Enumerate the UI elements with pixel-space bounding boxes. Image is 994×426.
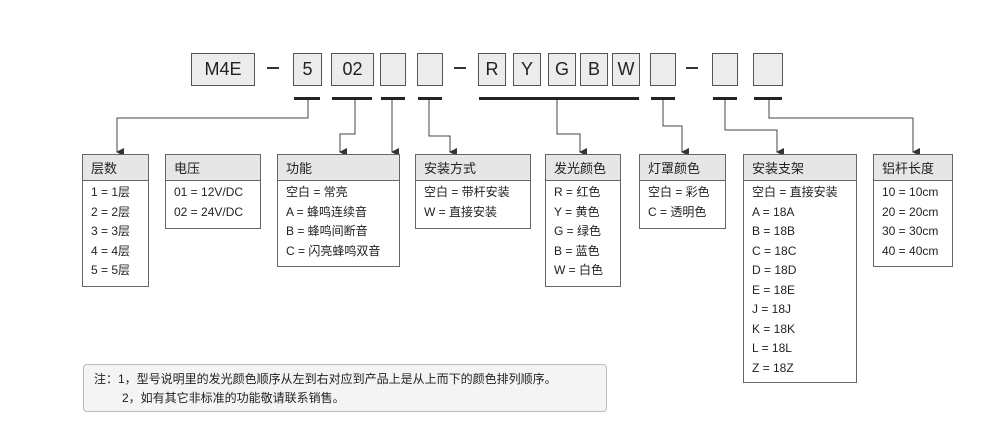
panel-item: 02 = 24V/DC <box>174 204 244 219</box>
panel-item: B = 18B <box>752 224 796 238</box>
panel-item: J = 18J <box>752 302 792 316</box>
code-series: M4E <box>191 53 255 86</box>
panel-item: 空白 = 带杆安装 <box>424 185 510 199</box>
panel-item: G = 绿色 <box>554 224 602 238</box>
panel-item: W = 直接安装 <box>424 204 498 219</box>
panel-item: 5 = 5层 <box>91 263 131 277</box>
code-dash <box>267 67 279 69</box>
note-box: 注：1，型号说明里的发光颜色顺序从左到右对应到产品上是从上而下的颜色排列顺序。 … <box>83 364 607 412</box>
panel-item: 10 = 10cm <box>882 185 939 199</box>
code-voltage: 02 <box>331 53 374 86</box>
segment-bar <box>713 97 737 100</box>
panel-item: W = 白色 <box>554 263 604 277</box>
segment-bar <box>294 97 320 100</box>
panel-item: C = 透明色 <box>648 204 707 219</box>
code-function <box>380 53 406 86</box>
panel-title: 安装方式 <box>416 155 530 181</box>
connector-pole-length <box>768 100 920 156</box>
panel-item: Z = 18Z <box>752 360 794 375</box>
code-dash <box>686 67 698 69</box>
panel-light-color: 发光颜色 R = 红色 Y = 黄色 G = 绿色 B = 蓝色 W = 白色 <box>545 154 621 287</box>
panel-item: 1 = 1层 <box>91 185 131 199</box>
panel-voltage: 电压 01 = 12V/DC 02 = 24V/DC <box>165 154 261 229</box>
code-layers: 5 <box>293 53 322 86</box>
panel-title: 层数 <box>83 155 148 181</box>
panel-title: 功能 <box>278 155 399 181</box>
panel-item: 空白 = 直接安装 <box>752 185 838 199</box>
connector-light-color <box>556 100 587 156</box>
note-line-2: 2，如有其它非标准的功能敬请联系销售。 <box>122 391 345 405</box>
segment-bar <box>651 97 675 100</box>
panel-pole-length: 铝杆长度 10 = 10cm 20 = 20cm 30 = 30cm 40 = … <box>873 154 953 267</box>
panel-item: 空白 = 常亮 <box>286 185 348 199</box>
panel-title: 安装支架 <box>744 155 856 181</box>
panel-item: R = 红色 <box>554 185 601 199</box>
code-mount <box>417 53 443 86</box>
panel-title: 灯罩颜色 <box>640 155 725 181</box>
segment-bar <box>754 97 782 100</box>
segment-bar <box>332 97 372 100</box>
panel-layers: 层数 1 = 1层 2 = 2层 3 = 3层 4 = 4层 5 = 5层 <box>82 154 149 287</box>
connector-mount <box>428 100 457 156</box>
segment-bar <box>479 97 639 100</box>
connector-bracket <box>724 100 784 156</box>
panel-item: L = 18L <box>752 341 792 355</box>
code-bracket <box>712 53 738 86</box>
panel-item: 4 = 4层 <box>91 243 131 258</box>
code-color-4: B <box>580 53 608 86</box>
code-cover-color <box>650 53 676 86</box>
panel-item: A = 18A <box>752 204 795 219</box>
panel-item: K = 18K <box>752 321 796 336</box>
panel-function: 功能 空白 = 常亮 A = 蜂鸣连续音 B = 蜂鸣间断音 C = 闪亮蜂鸣双… <box>277 154 400 267</box>
panel-title: 发光颜色 <box>546 155 620 181</box>
panel-item: Y = 黄色 <box>554 204 600 219</box>
panel-cover-color: 灯罩颜色 空白 = 彩色 C = 透明色 <box>639 154 726 229</box>
code-color-5: W <box>612 53 640 86</box>
note-line-1: 注：1，型号说明里的发光颜色顺序从左到右对应到产品上是从上而下的颜色排列顺序。 <box>94 372 557 386</box>
panel-bracket: 安装支架 空白 = 直接安装 A = 18A B = 18B C = 18C D… <box>743 154 857 383</box>
panel-item: B = 蓝色 <box>554 243 600 258</box>
segment-bar <box>381 97 405 100</box>
panel-item: 20 = 20cm <box>882 204 939 219</box>
panel-item: D = 18D <box>752 263 797 277</box>
code-color-1: R <box>478 53 506 86</box>
panel-item: 2 = 2层 <box>91 204 131 219</box>
panel-item: 01 = 12V/DC <box>174 185 244 199</box>
code-pole-length <box>753 53 783 86</box>
segment-bar <box>418 97 442 100</box>
panel-item: A = 蜂鸣连续音 <box>286 204 368 219</box>
panel-item: C = 闪亮蜂鸣双音 <box>286 243 381 258</box>
panel-item: 3 = 3层 <box>91 224 131 238</box>
connector-layers <box>116 100 309 156</box>
panel-mount-method: 安装方式 空白 = 带杆安装 W = 直接安装 <box>415 154 531 229</box>
code-color-2: Y <box>513 53 541 86</box>
code-dash <box>454 67 466 69</box>
connector-voltage <box>339 100 356 156</box>
panel-item: 30 = 30cm <box>882 224 939 238</box>
panel-item: E = 18E <box>752 282 796 297</box>
panel-item: 空白 = 彩色 <box>648 185 710 199</box>
panel-item: B = 蜂鸣间断音 <box>286 224 368 238</box>
panel-item: 40 = 40cm <box>882 243 939 258</box>
code-color-3: G <box>548 53 576 86</box>
panel-item: C = 18C <box>752 243 797 258</box>
connector-cover-color <box>662 100 689 156</box>
panel-title: 电压 <box>166 155 260 181</box>
panel-title: 铝杆长度 <box>874 155 952 181</box>
